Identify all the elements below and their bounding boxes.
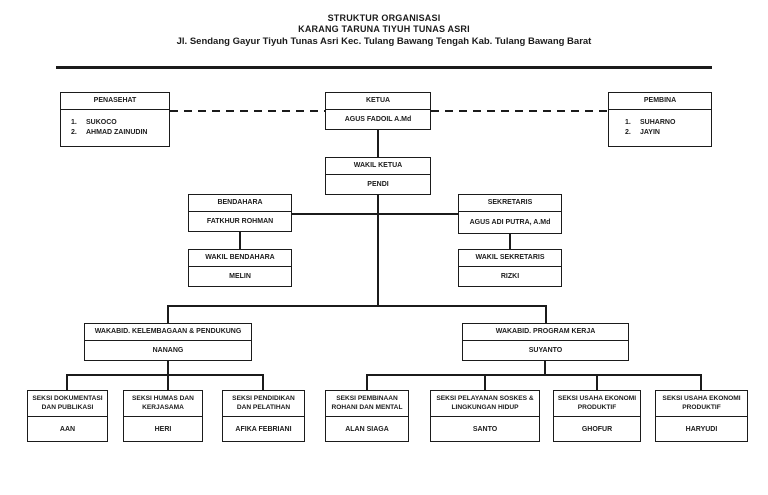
member-item: 1. SUHARNO	[625, 119, 707, 126]
node-penasehat: PENASEHAT 1. SUKOCO 2. AHMAD ZAINUDIN	[60, 92, 170, 147]
node-wakabid-program-name: SUYANTO	[528, 347, 563, 354]
title-line-1: STRUKTUR ORGANISASI	[327, 13, 441, 23]
node-wakabid-kelembagaan-name: NANANG	[152, 347, 184, 354]
connector-suyanto-down	[544, 360, 546, 375]
node-wakil-sekretaris-name: RIZKI	[500, 273, 520, 280]
node-sekretaris: SEKRETARIS AGUS ADI PUTRA, A.Md	[458, 194, 562, 234]
member-number: 1.	[625, 119, 631, 126]
node-wakabid-program-title: WAKABID. PROGRAM KERJA	[463, 324, 628, 341]
connector-dashed-ketua-pembina	[431, 110, 608, 112]
node-seksi-pembinaan: SEKSI PEMBINAAN ROHANI DAN MENTAL ALAN S…	[325, 390, 409, 442]
node-wakabid-kelembagaan-title: WAKABID. KELEMBAGAAN & PENDUKUNG	[85, 324, 251, 341]
node-bendahara-title: BENDAHARA	[189, 195, 291, 212]
title-line-2: KARANG TARUNA TIYUH TUNAS ASRI	[298, 24, 470, 34]
node-seksi-dokumentasi-name: AAN	[59, 425, 76, 433]
member-name: JAYIN	[640, 129, 660, 136]
connector-dashed-penasehat-ketua	[170, 110, 325, 112]
node-wakil-bendahara: WAKIL BENDAHARA MELIN	[188, 249, 292, 287]
member-name: SUHARNO	[640, 119, 676, 126]
node-penasehat-members: 1. SUKOCO 2. AHMAD ZAINUDIN	[61, 110, 169, 146]
node-wakil-sekretaris: WAKIL SEKRETARIS RIZKI	[458, 249, 562, 287]
connector-bendahara-wakil	[239, 231, 241, 250]
connector-center-spine	[377, 195, 379, 307]
member-number: 2.	[71, 129, 77, 136]
node-seksi-usaha-2-name: HARYUDI	[685, 425, 718, 433]
connector-drop-seksi-pelayanan	[484, 374, 486, 390]
connector-wakabid-split-bar	[167, 305, 547, 307]
node-seksi-usaha-1-title: SEKSI USAHA EKONOMI PRODUKTIF	[554, 391, 640, 417]
node-seksi-pelayanan: SEKSI PELAYANAN SOSKES & LINGKUNGAN HIDU…	[430, 390, 540, 442]
node-bendahara: BENDAHARA FATKHUR ROHMAN	[188, 194, 292, 232]
connector-drop-seksi-pembinaan	[366, 374, 368, 390]
node-seksi-usaha-1: SEKSI USAHA EKONOMI PRODUKTIF GHOFUR	[553, 390, 641, 442]
member-item: 2. JAYIN	[625, 129, 707, 136]
node-seksi-pelayanan-title: SEKSI PELAYANAN SOSKES & LINGKUNGAN HIDU…	[431, 391, 539, 417]
connector-left-seksi-bar	[66, 374, 264, 376]
node-ketua: KETUA AGUS FADOIL A.Md	[325, 92, 431, 130]
node-wakil-ketua-name: PENDI	[367, 181, 389, 188]
title-address-line: Jl. Sendang Gayur Tiyuh Tunas Asri Kec. …	[176, 36, 592, 47]
node-pembina: PEMBINA 1. SUHARNO 2. JAYIN	[608, 92, 712, 147]
node-seksi-pembinaan-name: ALAN SIAGA	[345, 425, 389, 433]
member-item: 2. AHMAD ZAINUDIN	[71, 129, 165, 136]
node-seksi-humas-name: HERI	[154, 425, 172, 433]
node-sekretaris-name: AGUS ADI PUTRA, A.Md	[469, 219, 551, 226]
node-wakil-bendahara-name: MELIN	[229, 273, 251, 280]
node-wakabid-program: WAKABID. PROGRAM KERJA SUYANTO	[462, 323, 629, 361]
member-number: 1.	[71, 119, 77, 126]
node-ketua-title: KETUA	[326, 93, 430, 110]
member-name: SUKOCO	[86, 119, 117, 126]
header-divider-rule	[56, 66, 712, 69]
connector-drop-seksi-pendidikan	[262, 374, 264, 390]
node-seksi-usaha-2-title: SEKSI USAHA EKONOMI PRODUKTIF	[656, 391, 747, 417]
node-seksi-pembinaan-title: SEKSI PEMBINAAN ROHANI DAN MENTAL	[326, 391, 408, 417]
connector-drop-seksi-dokumentasi	[66, 374, 68, 390]
connector-ketua-wakilketua	[377, 130, 379, 157]
node-seksi-dokumentasi: SEKSI DOKUMENTASI DAN PUBLIKASI AAN	[27, 390, 108, 442]
member-name: AHMAD ZAINUDIN	[86, 129, 148, 136]
node-seksi-usaha-2: SEKSI USAHA EKONOMI PRODUKTIF HARYUDI	[655, 390, 748, 442]
connector-drop-wakabid-program	[545, 305, 547, 324]
node-seksi-pendidikan: SEKSI PENDIDIKAN DAN PELATIHAN AFIKA FEB…	[222, 390, 305, 442]
node-penasehat-title: PENASEHAT	[61, 93, 169, 110]
node-wakil-sekretaris-title: WAKIL SEKRETARIS	[459, 250, 561, 267]
node-sekretaris-title: SEKRETARIS	[459, 195, 561, 212]
connector-right-seksi-bar	[366, 374, 702, 376]
node-seksi-dokumentasi-title: SEKSI DOKUMENTASI DAN PUBLIKASI	[28, 391, 107, 417]
node-seksi-pelayanan-name: SANTO	[472, 425, 498, 433]
node-wakabid-kelembagaan: WAKABID. KELEMBAGAAN & PENDUKUNG NANANG	[84, 323, 252, 361]
node-wakil-ketua: WAKIL KETUA PENDI	[325, 157, 431, 195]
node-seksi-usaha-1-name: GHOFUR	[581, 425, 613, 433]
node-seksi-pendidikan-name: AFIKA FEBRIANI	[235, 425, 292, 433]
connector-drop-seksi-usaha-2	[700, 374, 702, 390]
node-seksi-pendidikan-title: SEKSI PENDIDIKAN DAN PELATIHAN	[223, 391, 304, 417]
node-pembina-title: PEMBINA	[609, 93, 711, 110]
connector-sekretaris-wakil	[509, 231, 511, 250]
node-pembina-members: 1. SUHARNO 2. JAYIN	[609, 110, 711, 146]
connector-bendahara-sekretaris	[292, 213, 458, 215]
connector-drop-seksi-usaha-1	[596, 374, 598, 390]
connector-drop-wakabid-kelembagaan	[167, 305, 169, 324]
node-seksi-humas: SEKSI HUMAS DAN KERJASAMA HERI	[123, 390, 203, 442]
node-bendahara-name: FATKHUR ROHMAN	[206, 218, 274, 225]
node-seksi-humas-title: SEKSI HUMAS DAN KERJASAMA	[124, 391, 202, 417]
node-ketua-name: AGUS FADOIL A.Md	[344, 116, 412, 123]
member-item: 1. SUKOCO	[71, 119, 165, 126]
node-wakil-bendahara-title: WAKIL BENDAHARA	[189, 250, 291, 267]
node-wakil-ketua-title: WAKIL KETUA	[326, 158, 430, 175]
member-number: 2.	[625, 129, 631, 136]
document-title: STRUKTUR ORGANISASI KARANG TARUNA TIYUH …	[0, 13, 768, 48]
